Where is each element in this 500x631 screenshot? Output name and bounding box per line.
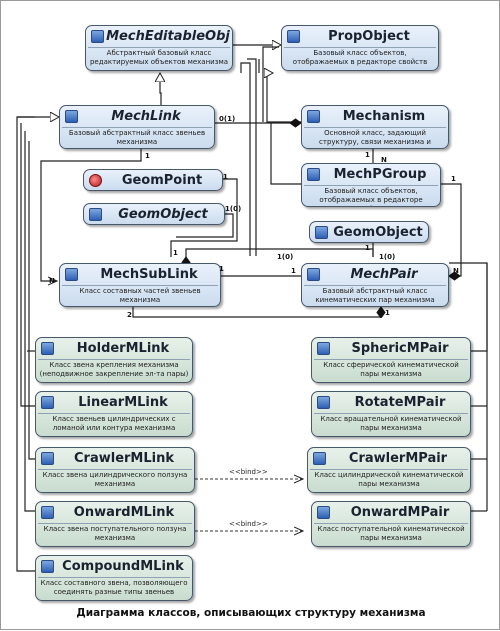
- class-name: MechEditableObj: [106, 29, 230, 44]
- bind-stereotype-label: <<bind>>: [229, 520, 268, 528]
- multiplicity-label: 1(0): [277, 253, 294, 261]
- class-description: Основной класс, задающий структуру, связ…: [319, 129, 431, 148]
- class-name: HolderMLink: [76, 341, 170, 356]
- multiplicity-label: 1: [365, 244, 370, 252]
- multiplicity-label: 1: [451, 175, 456, 183]
- class-description: Базовый абстрактный класс кинематических…: [315, 287, 435, 304]
- class-description: Класс вращательной кинематической пары м…: [320, 415, 462, 432]
- multiplicity-label: 1: [365, 151, 370, 159]
- class-name: PropObject: [328, 29, 410, 44]
- multiplicity-label: N: [453, 267, 459, 275]
- class-icon: [317, 396, 330, 409]
- class-mech-editable-obj[interactable]: MechEditableObj Абстрактный базовый клас…: [85, 25, 233, 71]
- class-description: Класс сферической кинематической пары ме…: [323, 361, 459, 378]
- diagram-caption: Диаграмма классов, описывающих структуру…: [76, 607, 426, 619]
- class-icon: [65, 268, 78, 281]
- bind-stereotype-label: <<bind>>: [229, 468, 268, 476]
- class-name: GeomPoint: [121, 173, 203, 188]
- class-icon: [307, 110, 320, 123]
- point-icon: [89, 174, 102, 187]
- class-description: Абстрактный базовый класс редактируемых …: [89, 49, 229, 66]
- multiplicity-label: 1: [145, 152, 150, 160]
- class-name: CrawlerMLink: [74, 451, 174, 466]
- class-linear-m-link[interactable]: LinearMLink Класс звеньев цилиндрических…: [35, 391, 193, 437]
- class-name: MechPair: [350, 267, 418, 282]
- class-name: CrawlerMPair: [348, 451, 448, 466]
- class-icon: [287, 30, 300, 43]
- class-description: Класс звеньев цилиндрических с ломаной и…: [52, 415, 176, 432]
- class-name: OnwardMPair: [350, 505, 450, 520]
- class-mechanism[interactable]: Mechanism Основной класс, задающий струк…: [301, 105, 449, 149]
- class-icon: [307, 268, 320, 281]
- class-spheric-m-pair[interactable]: SphericMPair Класс сферической кинематич…: [311, 337, 471, 383]
- multiplicity-label: 1: [385, 309, 390, 317]
- multiplicity-label: 2: [127, 311, 132, 319]
- class-mech-p-group[interactable]: MechPGroup Базовый класс объектов, отобр…: [301, 163, 441, 207]
- multiplicity-label: 1: [291, 267, 296, 275]
- class-icon: [313, 452, 326, 465]
- class-description: Базовый класс объектов, отображаемых в р…: [319, 187, 423, 206]
- class-geom-object-right[interactable]: GeomObject: [309, 221, 429, 243]
- class-description: Класс составного звена, позволяющего сое…: [40, 579, 188, 596]
- class-icon: [41, 342, 54, 355]
- class-onward-m-pair[interactable]: OnwardMPair Класс поступательной кинемат…: [311, 501, 471, 547]
- class-name: SphericMPair: [351, 341, 449, 356]
- class-description: Базовый абстрактный класс звеньев механи…: [68, 129, 206, 146]
- multiplicity-label: 0(1): [219, 115, 236, 123]
- class-description: Класс цилиндрической кинематической пары…: [314, 471, 464, 488]
- class-name: OnwardMLink: [73, 505, 175, 520]
- class-icon: [41, 560, 54, 573]
- class-geom-point[interactable]: GeomPoint: [83, 169, 223, 191]
- class-icon: [41, 452, 54, 465]
- class-geom-object-left[interactable]: GeomObject: [83, 203, 225, 225]
- class-description: Класс поступательной кинематической пары…: [317, 525, 465, 542]
- class-compound-m-link[interactable]: CompoundMLink Класс составного звена, по…: [35, 555, 193, 601]
- class-crawler-m-link[interactable]: CrawlerMLink Класс звена цилиндрического…: [35, 447, 195, 493]
- class-onward-m-link[interactable]: OnwardMLink Класс звена поступательного …: [35, 501, 195, 547]
- multiplicity-label: N: [49, 277, 55, 285]
- class-icon: [41, 506, 54, 519]
- class-icon: [307, 168, 320, 181]
- class-name: Mechanism: [342, 109, 426, 124]
- class-prop-object[interactable]: PropObject Базовый класс объектов, отобр…: [281, 25, 439, 71]
- class-description: Класс составных частей звеньев механизма: [79, 287, 201, 304]
- class-icon: [315, 226, 328, 239]
- class-name: CompoundMLink: [62, 559, 184, 574]
- class-crawler-m-pair[interactable]: CrawlerMPair Класс цилиндрической кинема…: [307, 447, 471, 493]
- class-description: Базовый класс объектов, отображаемых в р…: [292, 49, 428, 66]
- class-icon: [89, 208, 102, 221]
- multiplicity-label: 1(0): [379, 253, 396, 261]
- class-description: Класс звена поступательного ползуна меха…: [43, 525, 187, 542]
- class-name: MechPGroup: [333, 167, 427, 182]
- class-holder-m-link[interactable]: HolderMLink Класс звена крепления механи…: [35, 337, 193, 383]
- class-icon: [41, 396, 54, 409]
- multiplicity-label: 1: [223, 173, 228, 181]
- class-icon: [317, 342, 330, 355]
- multiplicity-label: 1: [219, 265, 224, 273]
- class-name: GeomObject: [333, 225, 423, 240]
- class-icon: [65, 110, 78, 123]
- class-name: MechLink: [111, 109, 181, 124]
- class-description: Класс звена цилиндрического ползуна меха…: [42, 471, 188, 488]
- class-mech-pair[interactable]: MechPair Базовый абстрактный класс кинем…: [301, 263, 449, 307]
- multiplicity-label: N: [381, 156, 387, 164]
- class-rotate-m-pair[interactable]: RotateMPair Класс вращательной кинематич…: [311, 391, 471, 437]
- class-mech-link[interactable]: MechLink Базовый абстрактный класс звень…: [59, 105, 215, 149]
- class-name: RotateMPair: [354, 395, 446, 410]
- multiplicity-label: 1: [173, 249, 178, 257]
- class-name: GeomObject: [118, 207, 208, 222]
- class-icon: [91, 30, 104, 43]
- class-name: LinearMLink: [78, 395, 168, 410]
- multiplicity-label: 1(0): [225, 205, 242, 213]
- class-description: Класс звена крепления механизма (неподви…: [39, 361, 189, 378]
- class-name: MechSubLink: [100, 267, 198, 282]
- class-mech-sub-link[interactable]: MechSubLink Класс составных частей звень…: [59, 263, 221, 307]
- class-icon: [317, 506, 330, 519]
